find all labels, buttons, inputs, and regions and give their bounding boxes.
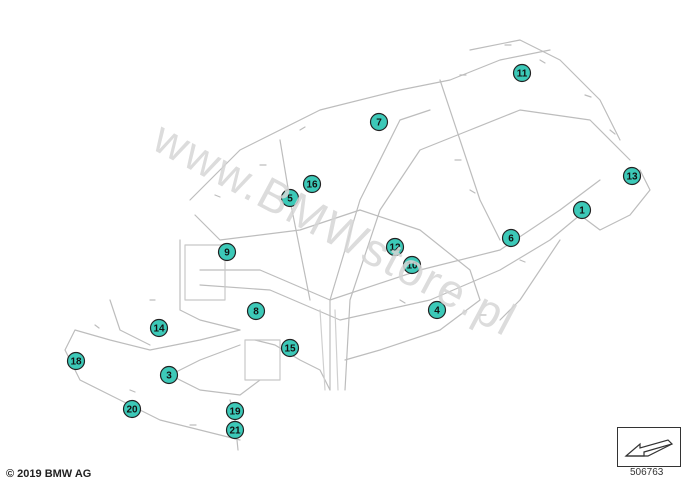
callout-21: 21 xyxy=(225,420,245,440)
callout-label: 5 xyxy=(287,194,293,205)
callout-label: 14 xyxy=(153,324,165,335)
callout-label: 12 xyxy=(389,243,401,254)
callout-label: 6 xyxy=(508,234,514,245)
callout-3: 3 xyxy=(159,365,179,385)
callout-circle xyxy=(302,174,322,194)
callout-15: 15 xyxy=(280,338,300,358)
callout-circle xyxy=(280,188,300,208)
callout-label: 8 xyxy=(253,307,259,318)
callout-circle xyxy=(501,228,521,248)
callout-1: 1 xyxy=(572,200,592,220)
callout-circle xyxy=(217,242,237,262)
arrow-icon xyxy=(624,439,674,457)
callout-9: 9 xyxy=(217,242,237,262)
callout-circle xyxy=(225,420,245,440)
callout-circle xyxy=(402,255,422,275)
callout-circle xyxy=(280,338,300,358)
callout-circle xyxy=(572,200,592,220)
callout-label: 9 xyxy=(224,248,230,259)
callout-5: 5 xyxy=(280,188,300,208)
callout-label: 20 xyxy=(126,405,138,416)
callout-16: 16 xyxy=(302,174,322,194)
callout-label: 15 xyxy=(284,344,296,355)
copyright-notice: © 2019 BMW AG xyxy=(6,468,92,480)
callout-19: 19 xyxy=(225,401,245,421)
callout-circle xyxy=(385,237,405,257)
callout-circle xyxy=(159,365,179,385)
callout-14: 14 xyxy=(149,318,169,338)
callout-8: 8 xyxy=(246,301,266,321)
callout-11: 11 xyxy=(512,63,532,83)
callout-circle xyxy=(427,300,447,320)
vehicle-wiring-harness xyxy=(64,39,651,451)
callout-10: 10 xyxy=(402,255,422,275)
callout-12: 12 xyxy=(385,237,405,257)
callout-circle xyxy=(149,318,169,338)
callout-circle xyxy=(369,112,389,132)
callout-6: 6 xyxy=(501,228,521,248)
reference-number: 506763 xyxy=(630,467,664,478)
callout-circle xyxy=(246,301,266,321)
callout-label: 16 xyxy=(306,180,318,191)
callout-label: 7 xyxy=(376,118,382,129)
callout-label: 3 xyxy=(166,371,172,382)
callout-4: 4 xyxy=(427,300,447,320)
callout-circle xyxy=(225,401,245,421)
callout-label: 21 xyxy=(229,426,241,437)
callout-label: 19 xyxy=(229,407,241,418)
callout-20: 20 xyxy=(122,399,142,419)
callout-circle xyxy=(122,399,142,419)
callout-circle xyxy=(512,63,532,83)
callout-13: 13 xyxy=(622,166,642,186)
callout-18: 18 xyxy=(66,351,86,371)
callout-label: 13 xyxy=(626,172,638,183)
reference-symbol xyxy=(617,427,681,467)
callout-label: 11 xyxy=(517,69,528,80)
callout-label: 4 xyxy=(434,306,440,317)
callout-circle xyxy=(622,166,642,186)
callout-label: 18 xyxy=(70,357,82,368)
callout-circle xyxy=(66,351,86,371)
callout-7: 7 xyxy=(369,112,389,132)
callout-label: 10 xyxy=(406,261,418,272)
callout-label: 1 xyxy=(579,206,585,217)
